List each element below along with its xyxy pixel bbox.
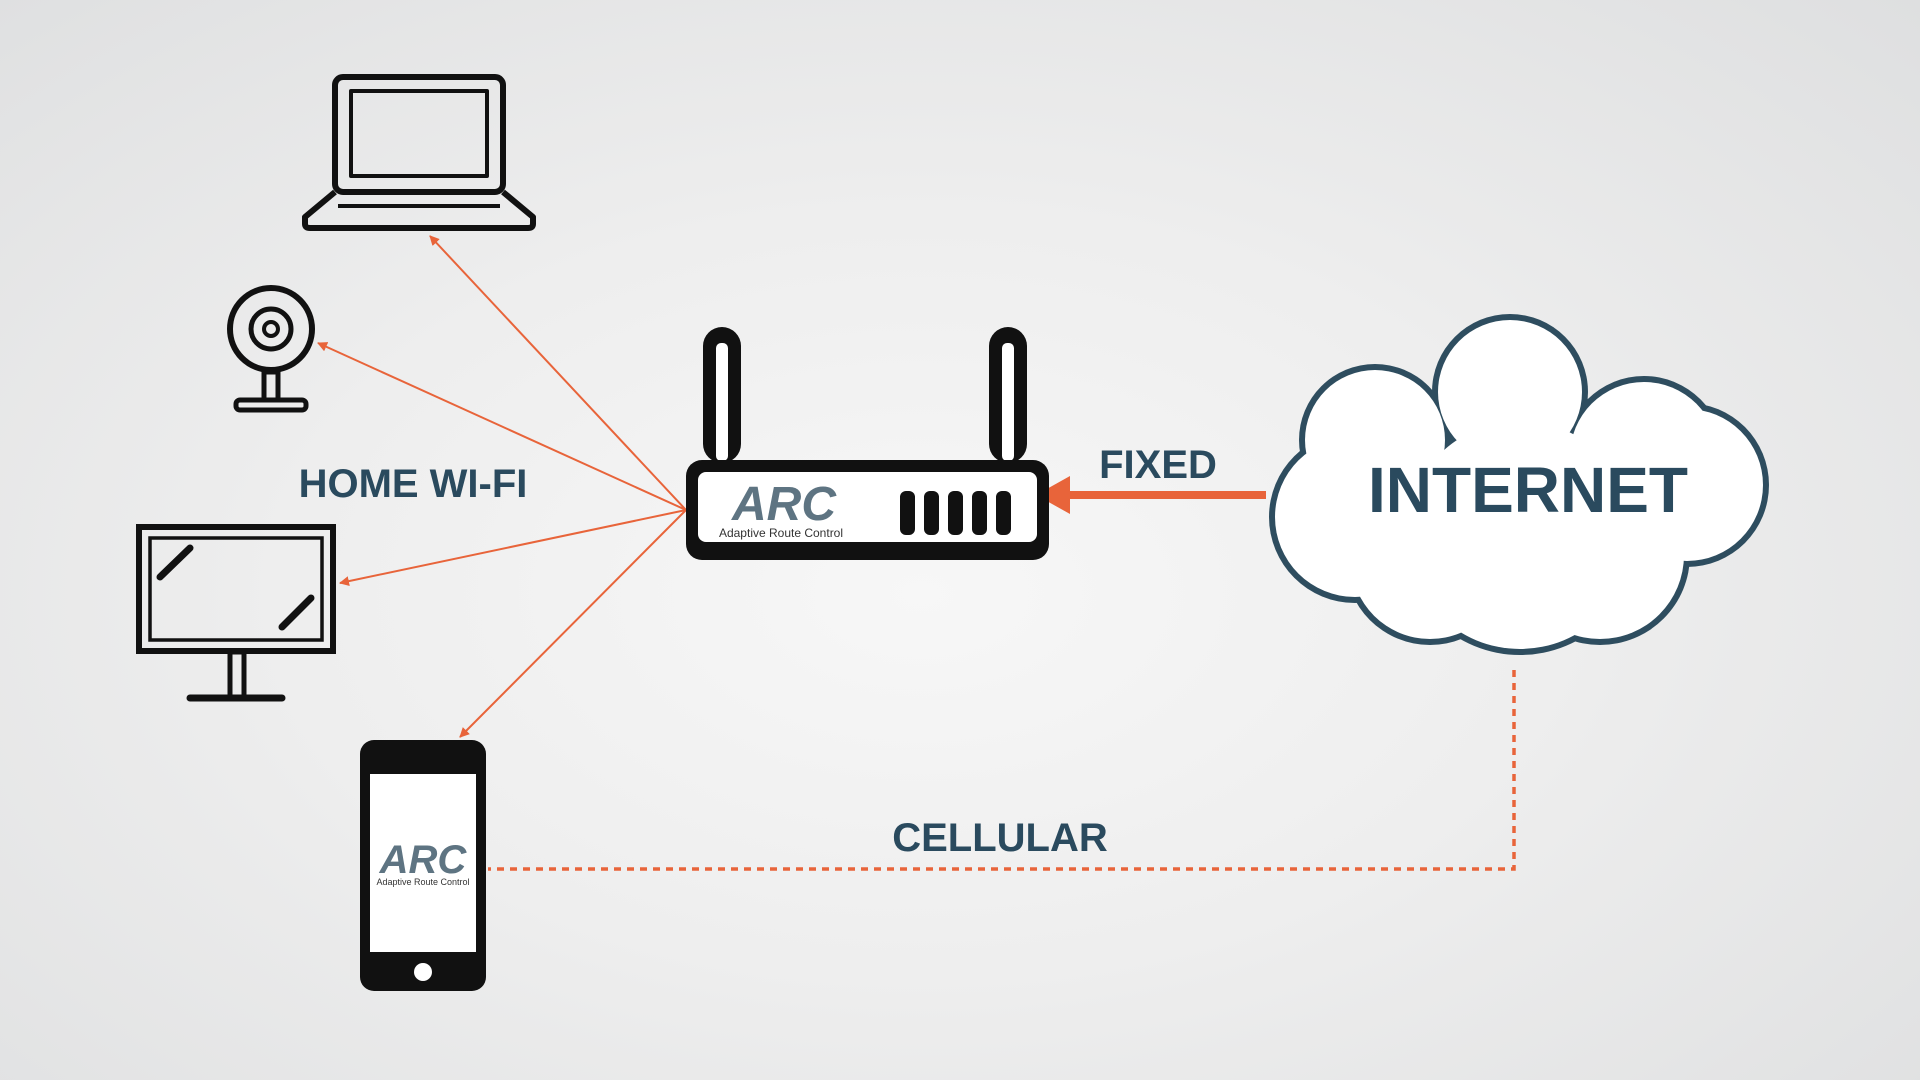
wifi-line-laptop [429, 235, 687, 511]
cloud-icon [1269, 314, 1769, 655]
smartphone-icon: ARC Adaptive Route Control [360, 740, 486, 991]
router-logo: ARC [731, 478, 837, 531]
monitor-icon [136, 524, 336, 702]
fixed-connection [1036, 476, 1266, 514]
cellular-label: CELLULAR [892, 816, 1108, 860]
router-port-leds [900, 491, 1011, 535]
wifi-line-webcam [317, 342, 687, 511]
laptop-icon [302, 74, 536, 231]
router-icon: ARC Adaptive Route Control [686, 327, 1049, 560]
internet-label: INTERNET [1368, 454, 1688, 526]
wifi-connections [317, 235, 687, 738]
wifi-line-monitor [339, 509, 687, 587]
home-wifi-label: HOME WI-FI [299, 462, 528, 506]
fixed-label: FIXED [1099, 443, 1217, 487]
phone-tagline: Adaptive Route Control [376, 877, 469, 887]
router-tagline: Adaptive Route Control [719, 526, 843, 540]
wifi-line-phone [459, 509, 687, 738]
webcam-icon [227, 285, 315, 413]
fixed-arrowhead [1036, 476, 1070, 514]
cellular-connection [488, 670, 1516, 871]
phone-logo: ARC [379, 838, 468, 882]
